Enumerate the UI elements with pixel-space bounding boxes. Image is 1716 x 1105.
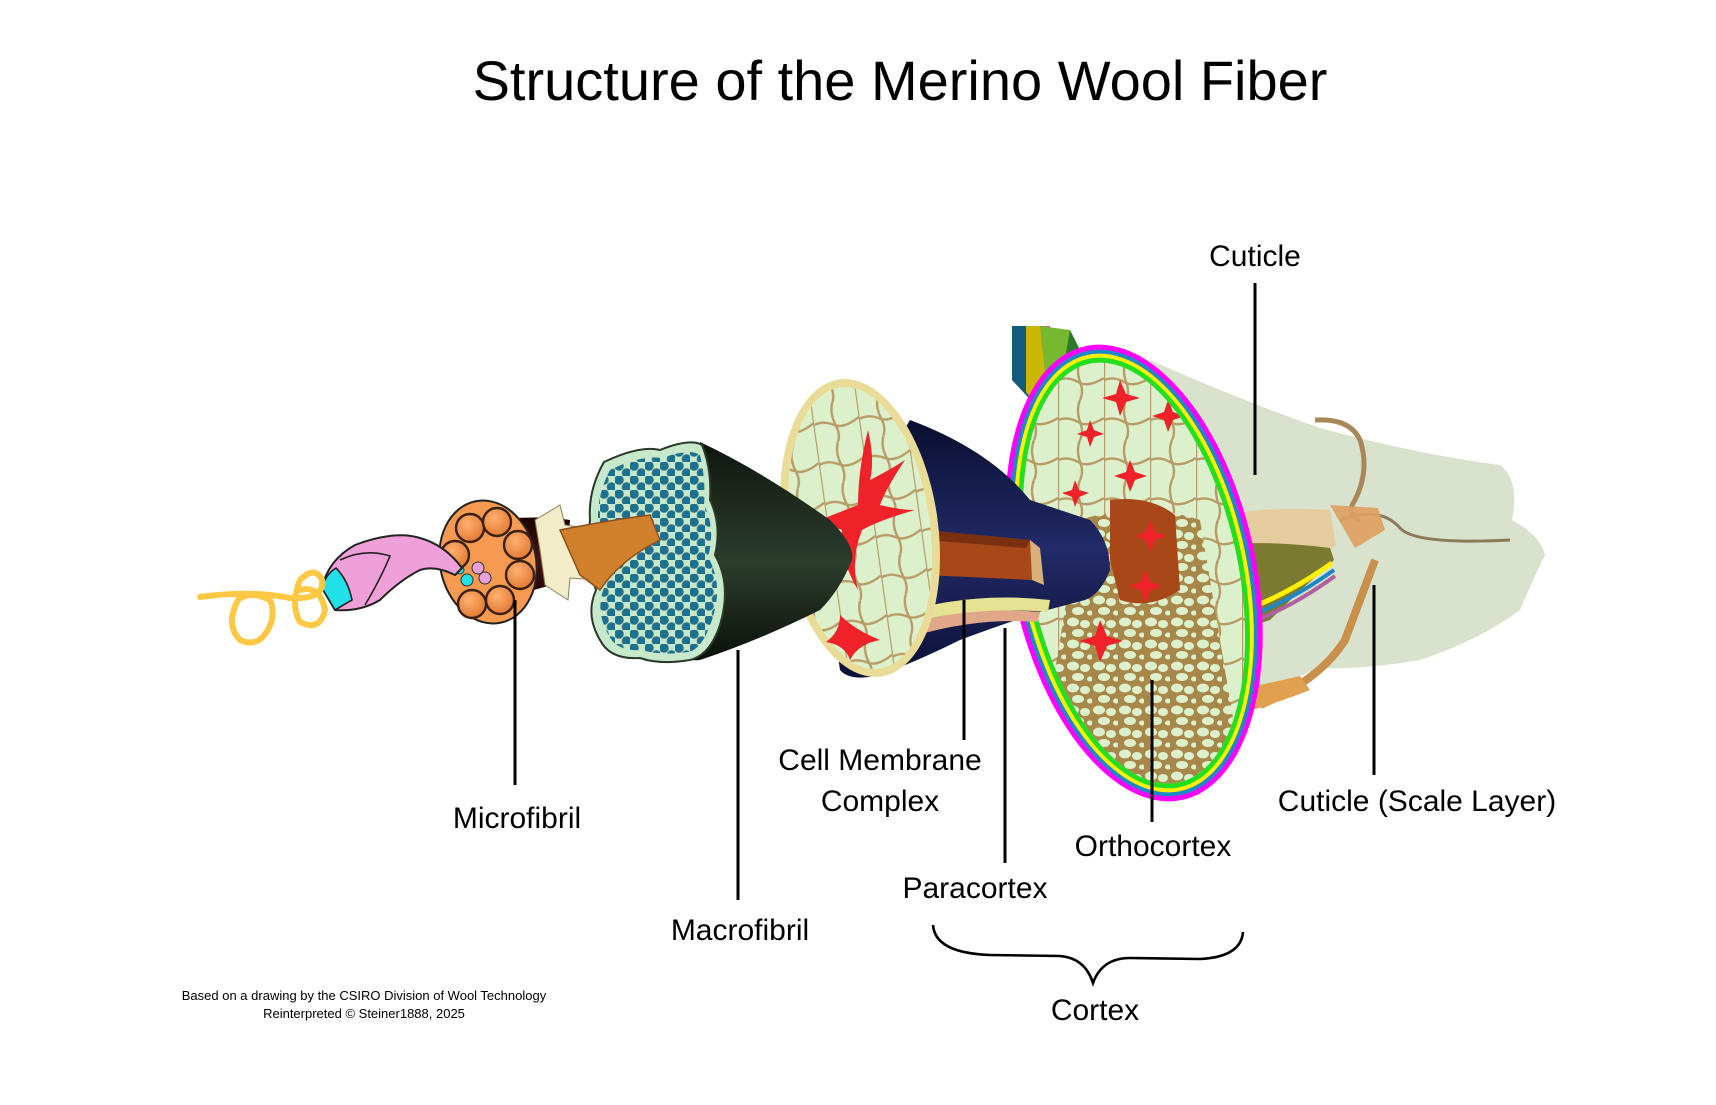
label-cell-membrane-line2: Complex (821, 785, 939, 818)
caption-credit: Reinterpreted © Steiner1888, 2025 (263, 1006, 465, 1021)
microfibril-section (438, 499, 661, 625)
label-macrofibril: Macrofibril (671, 914, 809, 947)
label-cortex: Cortex (1051, 994, 1139, 1027)
label-orthocortex: Orthocortex (1075, 830, 1232, 863)
protofibril (197, 534, 464, 646)
diagram-title: Structure of the Merino Wool Fiber (473, 49, 1328, 112)
fiber-illustration (197, 326, 1545, 804)
caption-source: Based on a drawing by the CSIRO Division… (182, 988, 547, 1003)
label-paracortex: Paracortex (902, 872, 1047, 905)
label-microfibril: Microfibril (453, 802, 581, 835)
cortex-brace (931, 924, 1245, 988)
label-cuticle: Cuticle (1209, 240, 1301, 273)
macrofibril-bundle (587, 441, 853, 664)
leader-lines (513, 283, 1376, 900)
label-cell-membrane-line1: Cell Membrane (778, 744, 981, 777)
label-cuticle-scale-layer: Cuticle (Scale Layer) (1278, 785, 1556, 818)
